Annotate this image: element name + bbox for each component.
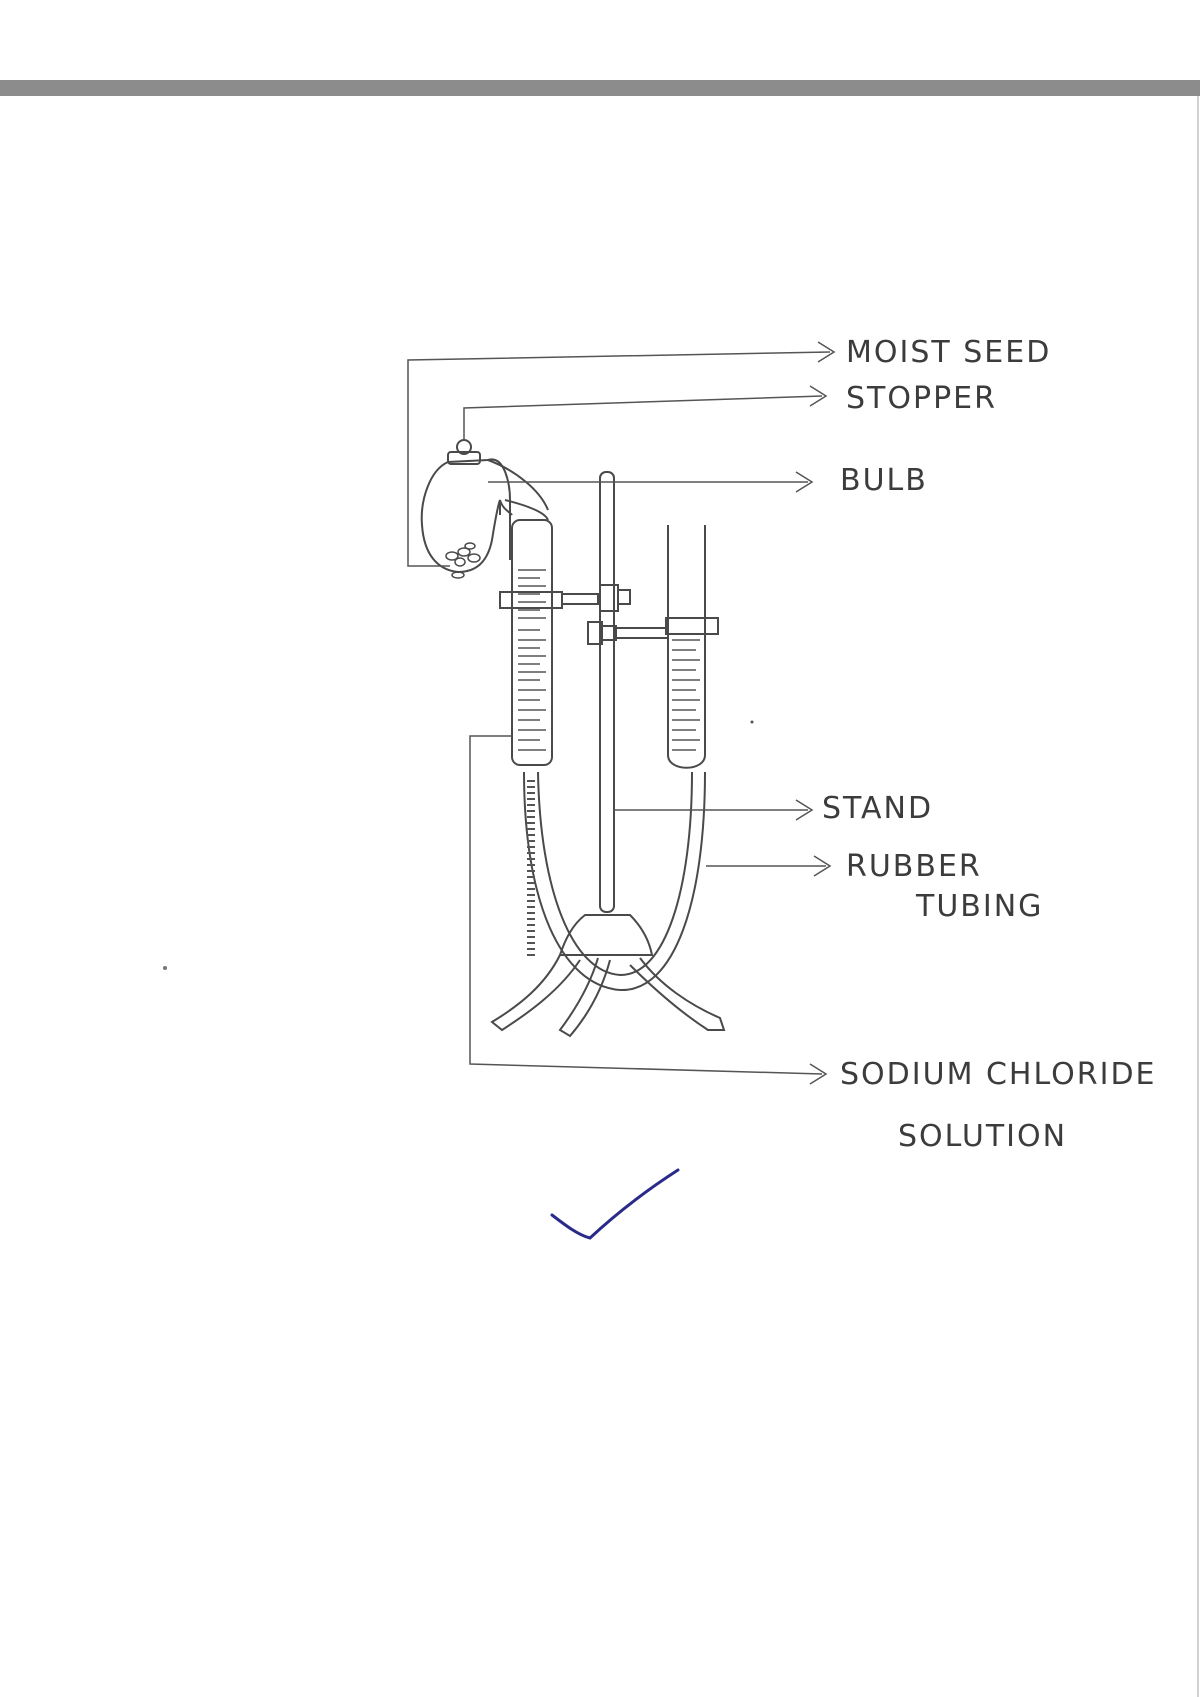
moist-seeds-icon (445, 542, 481, 579)
scan-top-edge (0, 80, 1200, 96)
stray-mark (163, 966, 167, 970)
stopper-icon (447, 451, 481, 465)
rubber-tubing-outer (523, 771, 706, 992)
moist-seed-arrowhead (817, 341, 836, 363)
stopper-leader (463, 395, 823, 440)
lower-clamp (587, 617, 719, 645)
check-mark-icon (550, 1168, 680, 1240)
right-tube-graduations (672, 639, 700, 751)
sodium-chloride-leader (469, 735, 823, 1075)
label-sodium-chloride-line1: SODIUM CHLORIDE (840, 1057, 1157, 1092)
sodium-chloride-arrowhead (809, 1063, 828, 1085)
label-sodium-chloride-line2: SOLUTION (898, 1119, 1067, 1154)
left-tube-graduations (518, 569, 546, 751)
label-stand: STAND (822, 791, 933, 826)
stand-leg-left (490, 954, 581, 1032)
leader-lines (407, 341, 836, 1085)
stand-arrowhead (795, 799, 814, 821)
moist-seed-leader (407, 351, 831, 567)
label-rubber-tubing-line1: RUBBER (846, 849, 982, 884)
stand-leg-middle (558, 957, 611, 1038)
scan-background (0, 0, 1200, 80)
left-graduated-tube (511, 519, 553, 766)
label-moist-seed: MOIST SEED (846, 335, 1051, 370)
stand-rod (599, 471, 615, 913)
stand-leg-right (629, 957, 726, 1031)
upper-clamp (499, 584, 631, 612)
stopper-arrowhead (809, 385, 828, 407)
label-stopper: STOPPER (846, 381, 997, 416)
label-rubber-tubing-line2: TUBING (915, 889, 1043, 924)
rubber-tubing-inner (537, 771, 693, 977)
right-open-tube (667, 525, 706, 769)
stray-mark (750, 720, 754, 724)
bulb-arrowhead (795, 471, 814, 493)
apparatus-drawing (420, 439, 726, 1038)
stand-base (558, 914, 654, 956)
rubber-tubing-arrowhead (813, 855, 832, 877)
label-bulb: BULB (840, 463, 928, 498)
